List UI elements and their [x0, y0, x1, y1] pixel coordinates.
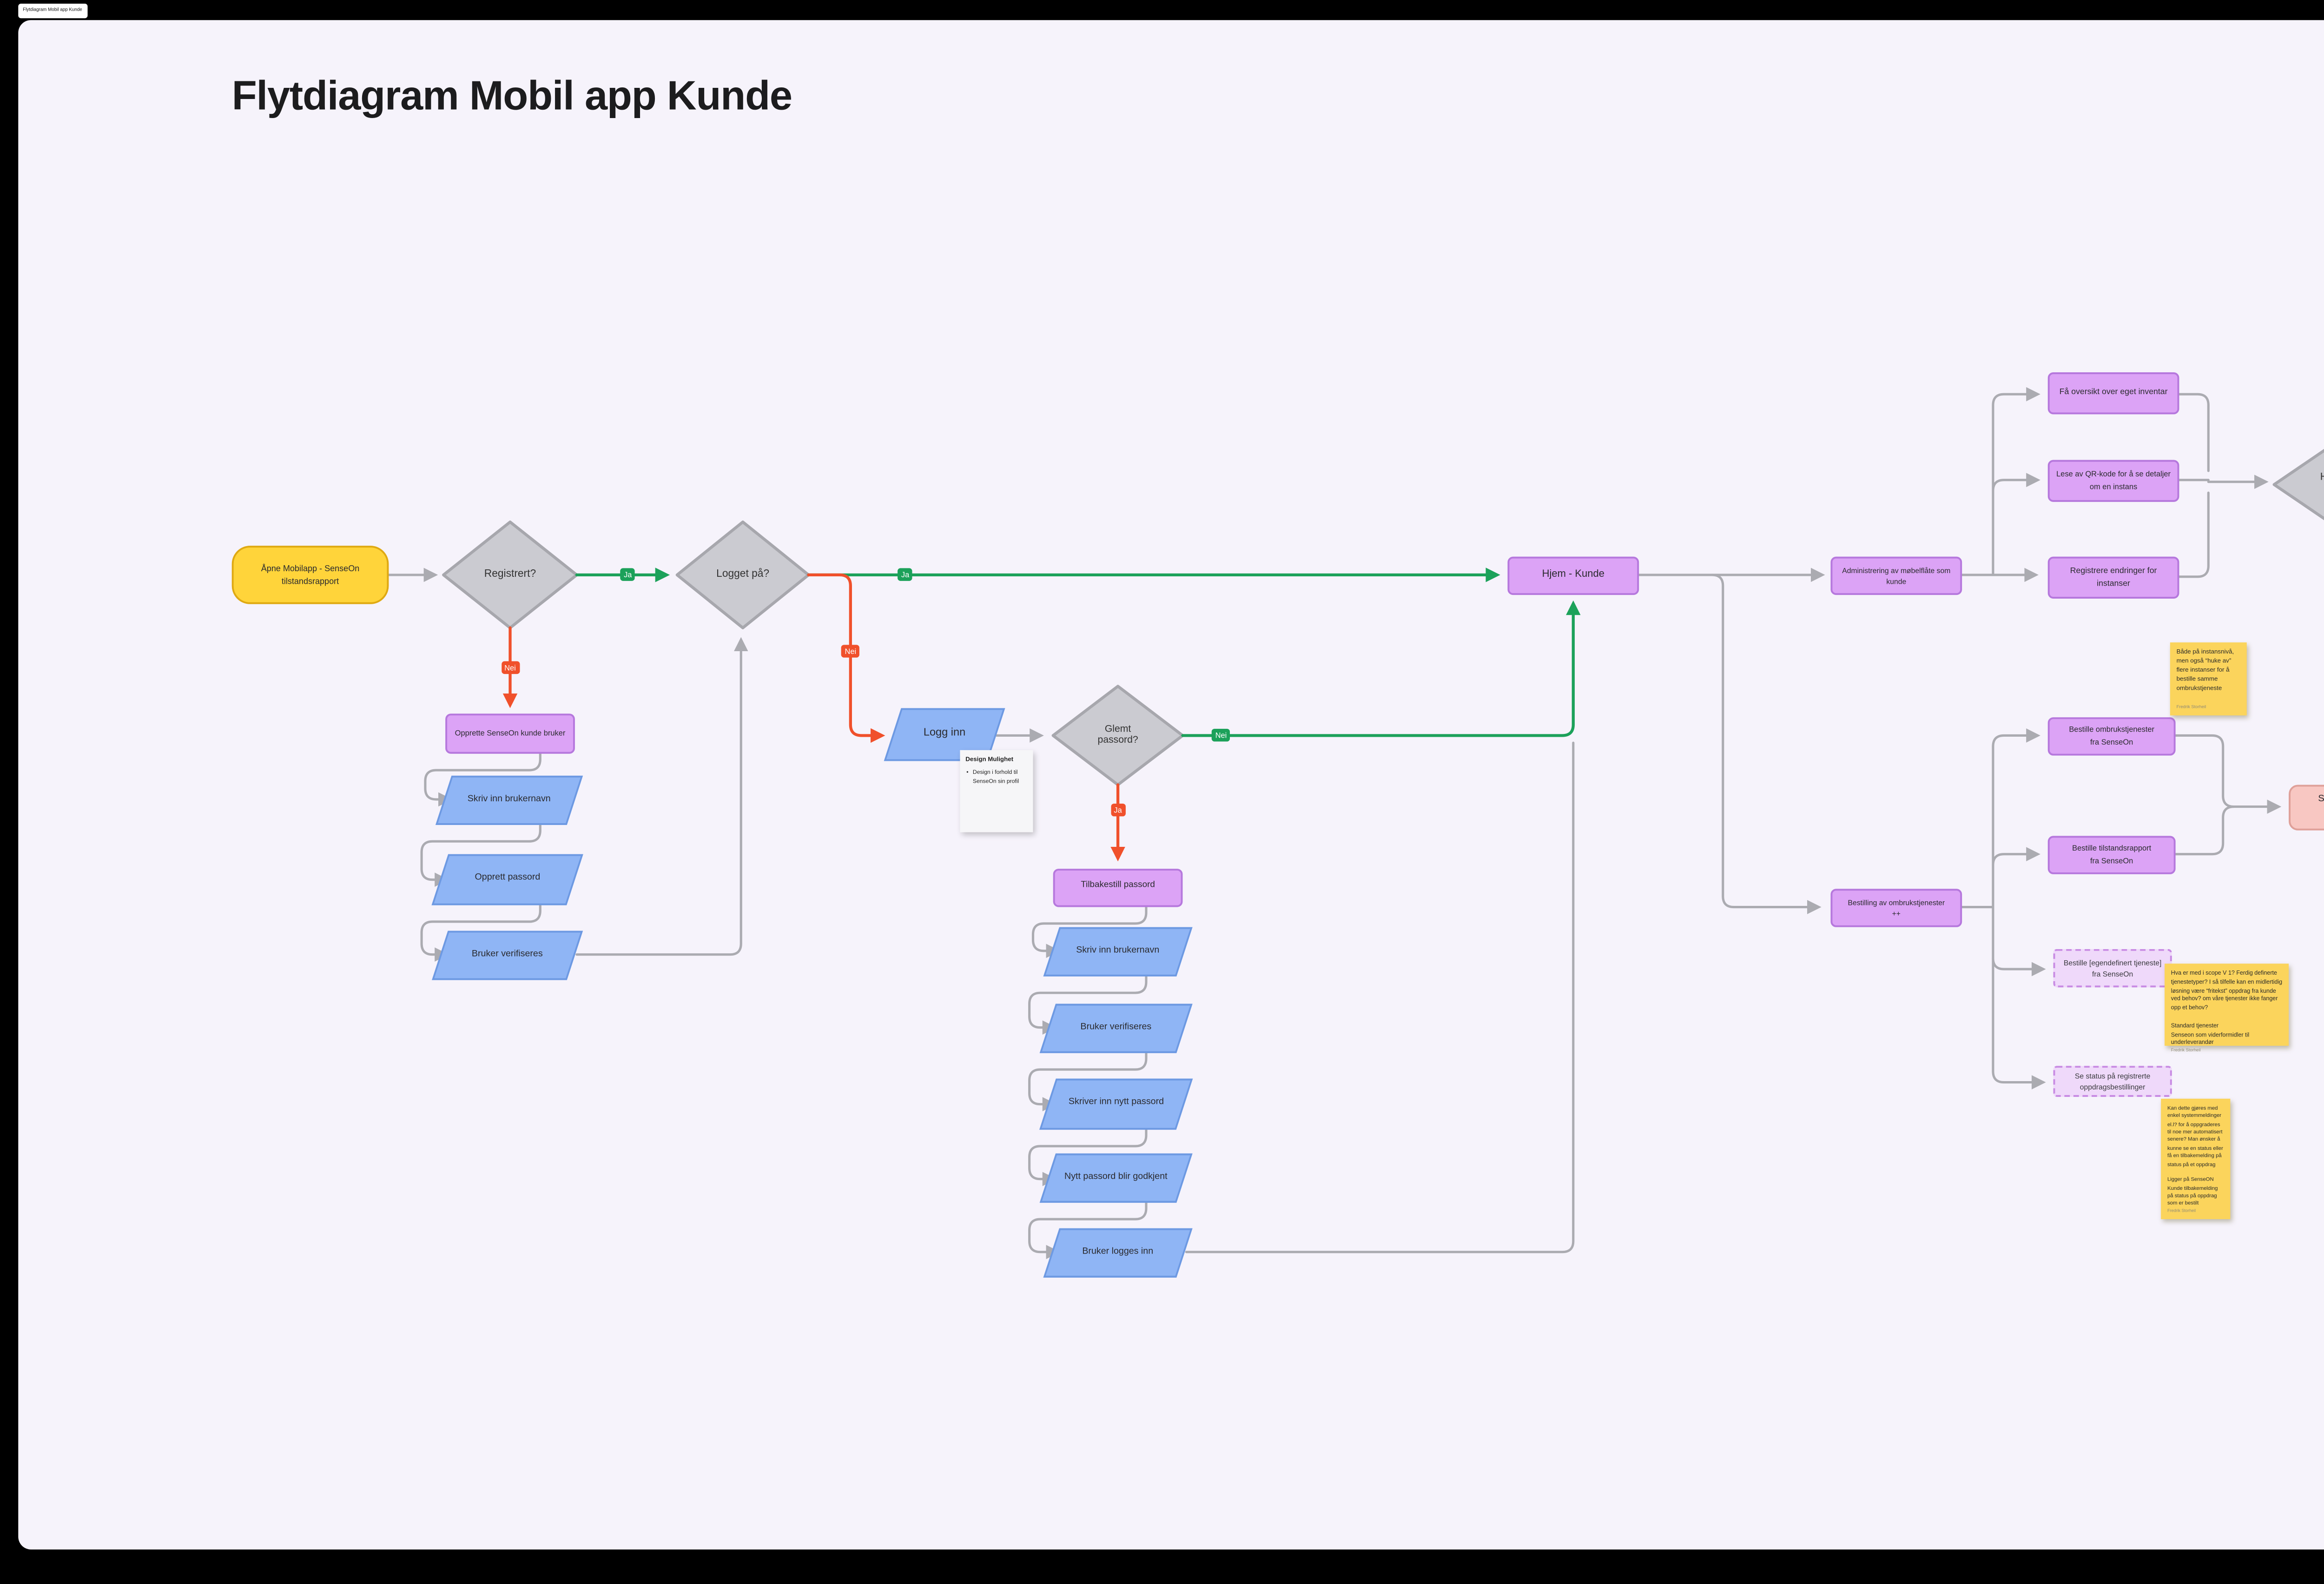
- se-status-oppdrag-node[interactable]: Se status på registrerte oppdragsbestill…: [2053, 1066, 2172, 1097]
- tilbakestill-passord-node[interactable]: Tilbakestill passord: [1053, 869, 1183, 907]
- design-note-title: Design Mulighet: [965, 755, 1014, 763]
- bestille-tilstand-node[interactable]: Bestille tilstandsrapport fra SenseOn: [2047, 836, 2176, 874]
- bestille-ombruk-node[interactable]: Bestille ombrukstjenester fra SenseOn: [2047, 717, 2176, 756]
- board-title[interactable]: Flytdiagram Mobil app Kunde: [231, 73, 792, 119]
- logget-paa-label: Logget på?: [716, 568, 770, 580]
- bruker-verifiseres-node-2[interactable]: Bruker verifiseres: [1039, 1003, 1193, 1053]
- bruker-logges-inn-node[interactable]: Bruker logges inn: [1043, 1228, 1193, 1278]
- design-note-bullet: Design i forhold til SenseOn sin profil: [965, 768, 1028, 785]
- se-status-bestilling-node[interactable]: Se status på bestilling: [2289, 785, 2324, 831]
- registrert-label: Registrert?: [484, 568, 536, 580]
- bruker-verifiseres-node-1[interactable]: Bruker verifiseres: [432, 931, 583, 980]
- sticky-author: Fredrik Storheil: [2171, 1048, 2201, 1054]
- glemt-passord-label: Glemt passord?: [1097, 723, 1138, 747]
- start-node[interactable]: Åpne Mobilapp - SenseOn tilstandsrapport: [231, 546, 389, 604]
- skriv-brukernavn-node-1[interactable]: Skriv inn brukernavn: [435, 775, 583, 825]
- sticky-note-systemmeldinger[interactable]: Kan dette gjøres med enkel systemmelding…: [2161, 1098, 2231, 1220]
- opprette-bruker-node[interactable]: Opprette SenseOn kunde bruker: [445, 713, 575, 754]
- skriv-brukernavn-node-2[interactable]: Skriv inn brukernavn: [1043, 927, 1193, 977]
- opprett-passord-node[interactable]: Opprett passord: [431, 854, 583, 905]
- nytt-passord-godkjent-node[interactable]: Nytt passord blir godkjent: [1039, 1153, 1193, 1203]
- badge-nei-logget[interactable]: Nei: [841, 645, 860, 659]
- badge-ja-glemt[interactable]: Ja: [1110, 803, 1126, 817]
- sticky-note-instansnivaa[interactable]: Både på instansnivå, men også “huke av” …: [2170, 642, 2247, 716]
- bestilling-ombruk-node[interactable]: Bestilling av ombrukstjenester ++: [1830, 889, 1962, 927]
- administrering-node[interactable]: Administrering av møbelflåte som kunde: [1830, 556, 1962, 595]
- badge-nei-registrert[interactable]: Nei: [501, 661, 520, 675]
- badge-ja-registrert[interactable]: Ja: [620, 568, 636, 582]
- hjem-kunde-node[interactable]: Hjem - Kunde: [1507, 556, 1639, 595]
- file-tab[interactable]: Flytdiagram Mobil app Kunde: [18, 2, 87, 18]
- hva-vil-du-label: Hva vil du nå?: [2296, 462, 2324, 509]
- bestille-egendefinert-node[interactable]: Bestille [egendefinert tjeneste] fra Sen…: [2053, 949, 2172, 988]
- skriver-nytt-passord-node[interactable]: Skriver inn nytt passord: [1039, 1078, 1193, 1130]
- sticky-author: Fredrik Storheil: [2176, 705, 2206, 711]
- sticky-author: Fredrik Storheil: [2167, 1209, 2196, 1213]
- board-canvas[interactable]: [18, 20, 2324, 1550]
- registrere-endringer-node[interactable]: Registrere endringer for instanser: [2047, 556, 2179, 599]
- badge-ja-logget[interactable]: Ja: [898, 568, 913, 582]
- faa-oversikt-node[interactable]: Få oversikt over eget inventar: [2047, 372, 2179, 415]
- lese-qr-node[interactable]: Lese av QR-kode for å se detaljer om en …: [2047, 460, 2179, 502]
- design-note[interactable]: Design Mulighet Design i forhold til Sen…: [960, 750, 1033, 832]
- sticky-note-scope[interactable]: Hva er med i scope V 1? Ferdig definerte…: [2165, 964, 2289, 1053]
- badge-nei-glemt[interactable]: Nei: [1211, 728, 1231, 742]
